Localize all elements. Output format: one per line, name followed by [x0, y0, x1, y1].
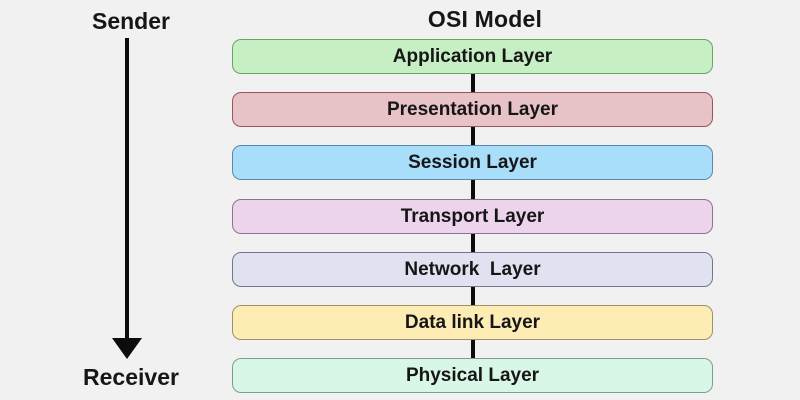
layer-box-network: Network Layer [232, 252, 713, 287]
layer-label-network: Network Layer [404, 258, 541, 280]
layer-label-presentation: Presentation Layer [386, 98, 559, 120]
layer-box-presentation: Presentation Layer [232, 92, 713, 127]
layer-box-physical: Physical Layer [232, 358, 713, 393]
diagram-title: OSI Model [427, 6, 543, 32]
layer-box-data-link: Data link Layer [232, 305, 713, 340]
layer-label-application: Application Layer [392, 45, 553, 67]
receiver-label: Receiver [83, 364, 179, 390]
layer-box-transport: Transport Layer [232, 199, 713, 234]
layer-label-session: Session Layer [408, 151, 537, 173]
arrow-down-icon [112, 338, 142, 359]
layer-box-application: Application Layer [232, 39, 713, 74]
layer-label-transport: Transport Layer [400, 205, 545, 227]
layer-box-session: Session Layer [232, 145, 713, 180]
layer-label-physical: Physical Layer [405, 364, 540, 386]
sender-label: Sender [92, 8, 170, 34]
sender-receiver-arrow-line [125, 38, 129, 340]
layer-label-data-link: Data link Layer [404, 311, 541, 333]
